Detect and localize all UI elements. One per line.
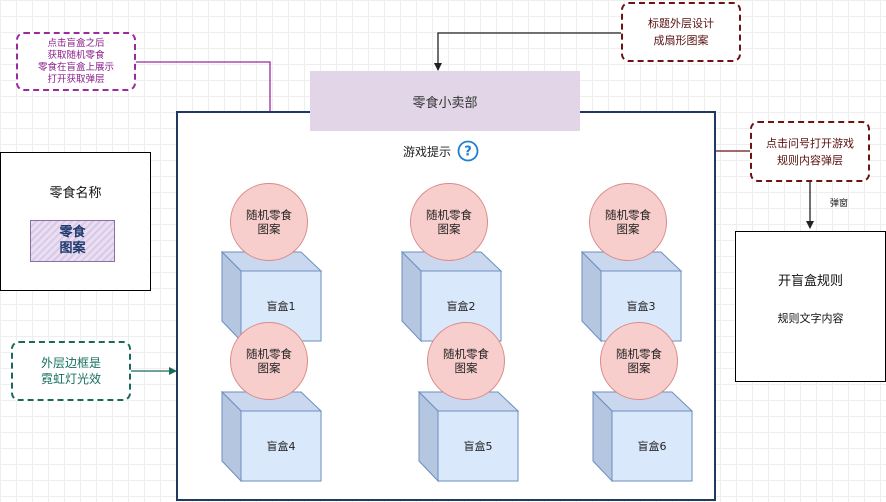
note-click-help: 点击问号打开游戏 规则内容弹层 — [750, 121, 870, 182]
note-frame-effect: 外层边框是 霓虹灯光效 — [11, 341, 131, 401]
blindbox-6[interactable] — [592, 391, 694, 483]
blindbox-1[interactable] — [221, 251, 323, 343]
rules-title: 开盲盒规则 — [777, 273, 843, 289]
random-snack-ball-4[interactable]: 随机零食 图案 — [230, 322, 308, 400]
random-snack-ball-6[interactable]: 随机零食 图案 — [600, 322, 678, 400]
blindbox-4[interactable] — [221, 391, 323, 483]
blindbox-label-1: 盲盒1 — [266, 300, 296, 313]
blindbox-label-6: 盲盒6 — [637, 440, 667, 453]
note-click-box: 点击盲盒之后 获取随机零食 零食在盲盒上展示 打开获取弹层 — [16, 32, 136, 91]
blindbox-front-face — [240, 410, 322, 482]
svg-text:?: ? — [464, 145, 472, 160]
note-title-design: 标题外层设计 成扇形图案 — [621, 2, 741, 62]
popup-edge-label: 弹窗 — [830, 199, 849, 209]
blindbox-label-4: 盲盒4 — [266, 440, 296, 453]
arrow-title-design — [434, 32, 621, 71]
snack-name: 零食名称 — [49, 185, 102, 201]
rules-body: 规则文字内容 — [777, 312, 844, 325]
help-question-icon[interactable]: ? — [457, 140, 479, 162]
blindbox-front-face — [611, 410, 693, 482]
blindbox-label-2: 盲盒2 — [446, 300, 476, 313]
blindbox-label-3: 盲盒3 — [626, 300, 656, 313]
random-snack-ball-3[interactable]: 随机零食 图案 — [589, 183, 667, 261]
random-snack-ball-1[interactable]: 随机零食 图案 — [230, 183, 308, 261]
blindbox-5[interactable] — [418, 391, 520, 483]
rules-popup-panel: 开盲盒规则 规则文字内容 — [735, 231, 886, 382]
blindbox-label-5: 盲盒5 — [463, 440, 493, 453]
page-title: 零食小卖部 — [310, 71, 580, 131]
game-hint-label: 游戏提示 — [402, 144, 451, 159]
blindbox-front-face — [437, 410, 519, 482]
random-snack-ball-5[interactable]: 随机零食 图案 — [427, 322, 505, 400]
snack-result-panel: 零食名称 零食 图案 — [0, 152, 151, 291]
snack-image-placeholder: 零食 图案 — [30, 220, 115, 262]
random-snack-ball-2[interactable]: 随机零食 图案 — [410, 183, 488, 261]
